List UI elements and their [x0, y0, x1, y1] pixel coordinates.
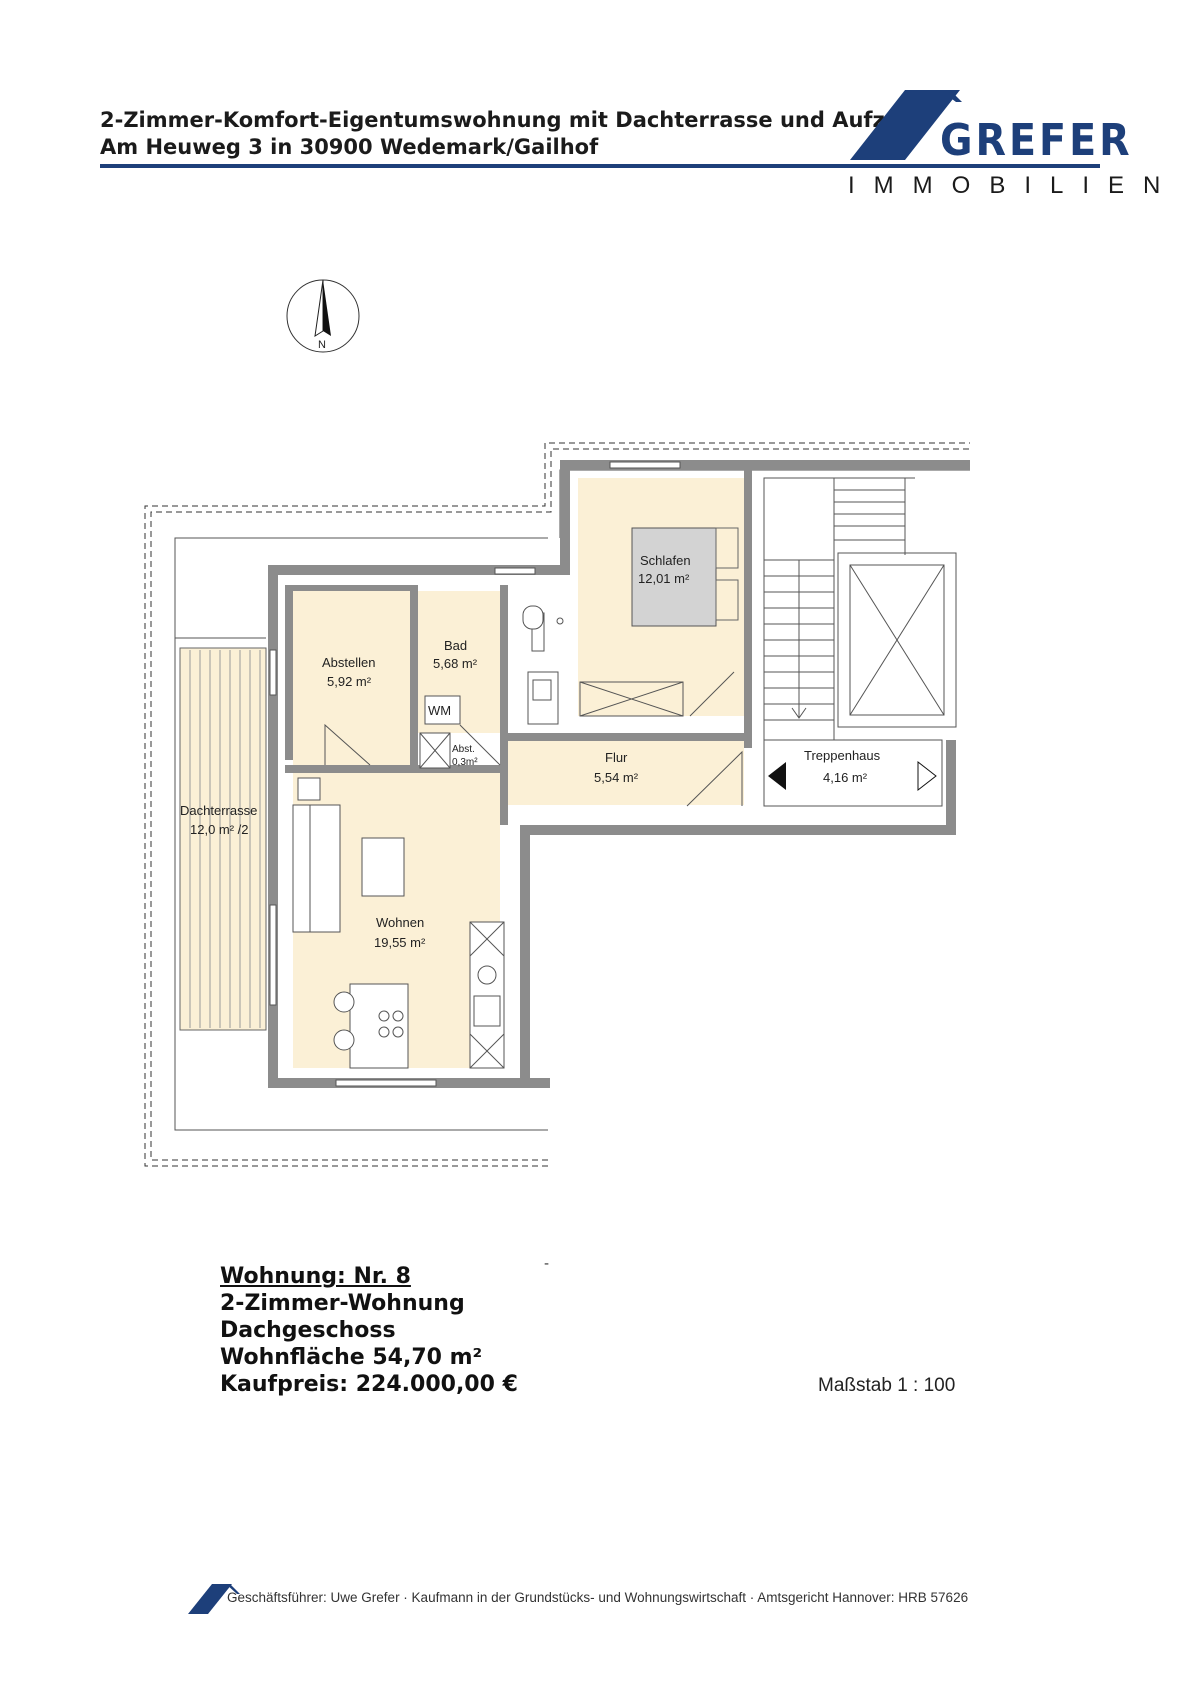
abstellen-area: 5,92 m² — [327, 674, 372, 689]
wohnung-type: 2-Zimmer-Wohnung — [220, 1291, 465, 1316]
apartment-info: Wohnung: Nr. 8 2-Zimmer-Wohnung Dachgesc… — [220, 1263, 518, 1398]
abstellen-room — [293, 591, 410, 765]
footer-text: Geschäftsführer: Uwe Grefer · Kaufmann i… — [227, 1590, 969, 1605]
flur-area: 5,54 m² — [594, 770, 639, 785]
north-arrow-icon: N — [286, 279, 360, 353]
elevator-shaft — [837, 552, 957, 728]
grefer-logo-roof-icon — [850, 90, 962, 160]
logo-wordmark: GREFER — [940, 115, 1133, 166]
header-title-line1: 2-Zimmer-Komfort-Eigentumswohnung mit Da… — [100, 108, 915, 132]
bad-label: Bad — [444, 638, 467, 653]
arrow-left-icon — [768, 762, 786, 790]
treppenhaus-label: Treppenhaus — [804, 748, 881, 763]
logo-subtitle: IMMOBILIEN — [848, 172, 1180, 199]
abst-small-area: 0,3m² — [452, 757, 478, 768]
bed — [631, 527, 717, 627]
wohnen-area: 19,55 m² — [374, 935, 426, 950]
dash-mark: - — [544, 1256, 550, 1272]
dachterrasse-area-text: 12,0 m² /2 — [190, 822, 249, 837]
schlafen-area: 12,01 m² — [638, 571, 690, 586]
schlafen-label: Schlafen — [640, 553, 691, 568]
abstellen-label: Abstellen — [322, 655, 375, 670]
wm-label: WM — [428, 703, 451, 718]
kaufpreis: Kaufpreis: 224.000,00 € — [220, 1372, 518, 1397]
header-title-line2: Am Heuweg 3 in 30900 Wedemark/Gailhof — [100, 135, 599, 159]
treppenhaus-area: 4,16 m² — [823, 770, 868, 785]
header-rule — [100, 164, 1100, 168]
wm-box — [424, 695, 461, 725]
kitchen-row — [469, 921, 505, 1069]
sofa — [292, 804, 341, 933]
table — [361, 837, 405, 897]
scale-label: Maßstab 1 : 100 — [818, 1375, 956, 1396]
flur-room — [508, 741, 744, 805]
treppenhaus-room — [763, 739, 943, 807]
arrow-right-icon — [917, 760, 937, 792]
footer-logo-roof-icon — [188, 1584, 240, 1614]
compass-label: N — [318, 339, 326, 351]
wohnung-number: Wohnung: Nr. 8 — [220, 1264, 411, 1289]
flur-label: Flur — [605, 750, 628, 765]
dachterrasse-area — [179, 647, 267, 1031]
kitchen-island — [349, 983, 409, 1069]
wohnflaeche: Wohnfläche 54,70 m² — [220, 1345, 483, 1370]
wohnung-floor: Dachgeschoss — [220, 1318, 396, 1343]
abst-small-label: Abst. — [452, 744, 475, 755]
bad-area: 5,68 m² — [433, 656, 478, 671]
dachterrasse-label: Dachterrasse — [180, 803, 257, 818]
wohnen-label: Wohnen — [376, 915, 424, 930]
